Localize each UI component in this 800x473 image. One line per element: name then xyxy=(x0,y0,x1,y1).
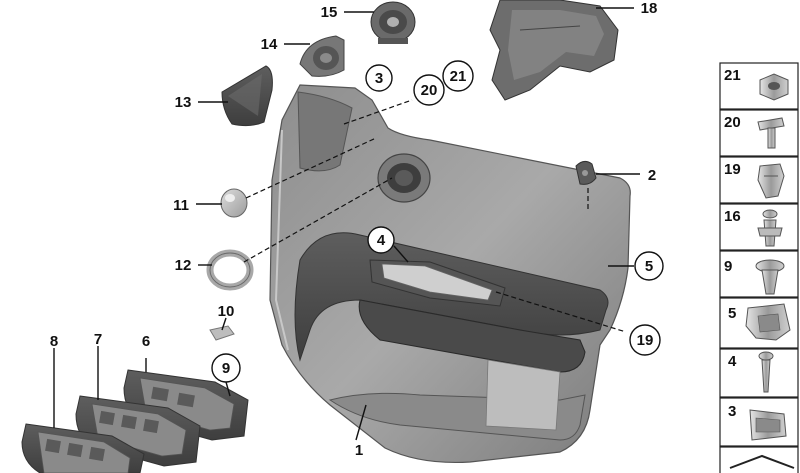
rivet-icon xyxy=(757,117,785,149)
legend-label-21: 21 xyxy=(724,67,741,84)
legend-box-20 xyxy=(719,109,799,157)
callout-labels: 1 2 3 4 5 6 7 8 9 10 11 12 13 14 15 18 1… xyxy=(50,0,664,459)
callout-7: 7 xyxy=(94,331,102,348)
cover-cap xyxy=(220,188,248,218)
lock-knob-bezel xyxy=(575,160,597,185)
arrow-icon xyxy=(729,454,795,469)
legend-label-16: 16 xyxy=(724,208,741,225)
callout-4-circle xyxy=(367,226,395,254)
callout-6: 6 xyxy=(142,333,150,350)
callout-2: 2 xyxy=(648,167,656,184)
legend-box-16 xyxy=(719,203,799,251)
window-switch-bezel-8 xyxy=(21,423,145,473)
speaker-trim-ring xyxy=(206,249,254,291)
tweeter-housing xyxy=(299,35,345,77)
legend-label-4: 4 xyxy=(728,353,737,370)
fastener-legend: 21 20 19 16 9 xyxy=(719,62,799,473)
spring-clip-icon xyxy=(745,303,791,341)
clip-icon xyxy=(757,163,785,199)
legend-label-20: 20 xyxy=(724,114,741,131)
leader-lines xyxy=(53,7,640,441)
callout-18: 18 xyxy=(641,0,658,17)
felt-pad xyxy=(209,325,235,341)
callout-3-circle xyxy=(365,64,393,92)
callout-21-circle xyxy=(442,60,474,92)
legend-box-9 xyxy=(719,250,799,298)
nut-icon xyxy=(759,73,789,101)
legend-label-3: 3 xyxy=(728,403,736,420)
callout-9: 9 xyxy=(222,360,230,377)
callout-13: 13 xyxy=(175,94,192,111)
bolt-icon xyxy=(758,351,774,393)
callout-14: 14 xyxy=(261,36,278,53)
callout-11: 11 xyxy=(173,197,189,214)
callout-5: 5 xyxy=(645,258,653,275)
callout-3: 3 xyxy=(375,70,383,87)
legend-label-19: 19 xyxy=(724,161,741,178)
callout-1: 1 xyxy=(355,442,363,459)
screw-icon xyxy=(757,209,783,247)
expanding-clip-icon xyxy=(755,259,785,295)
callout-20-circle xyxy=(413,74,445,106)
legend-label-5: 5 xyxy=(728,305,736,322)
callout-19-circle xyxy=(629,324,661,356)
callout-5-circle xyxy=(634,251,664,281)
callout-10: 10 xyxy=(218,303,235,320)
plate-clip-icon xyxy=(749,409,787,441)
legend-box-bottom xyxy=(719,446,799,473)
callout-9-circle xyxy=(211,353,241,383)
callout-20: 20 xyxy=(421,82,438,99)
mirror-triangle-cover xyxy=(221,65,273,127)
callout-12: 12 xyxy=(175,257,192,274)
callout-19: 19 xyxy=(637,332,654,349)
door-trim-panel xyxy=(269,84,631,464)
callout-4: 4 xyxy=(377,232,386,249)
callout-21: 21 xyxy=(450,68,467,85)
sound-insulation-bracket xyxy=(489,0,619,101)
callout-8: 8 xyxy=(50,333,58,350)
callout-15: 15 xyxy=(321,4,338,21)
legend-label-9: 9 xyxy=(724,258,732,275)
tweeter-speaker xyxy=(370,1,416,44)
